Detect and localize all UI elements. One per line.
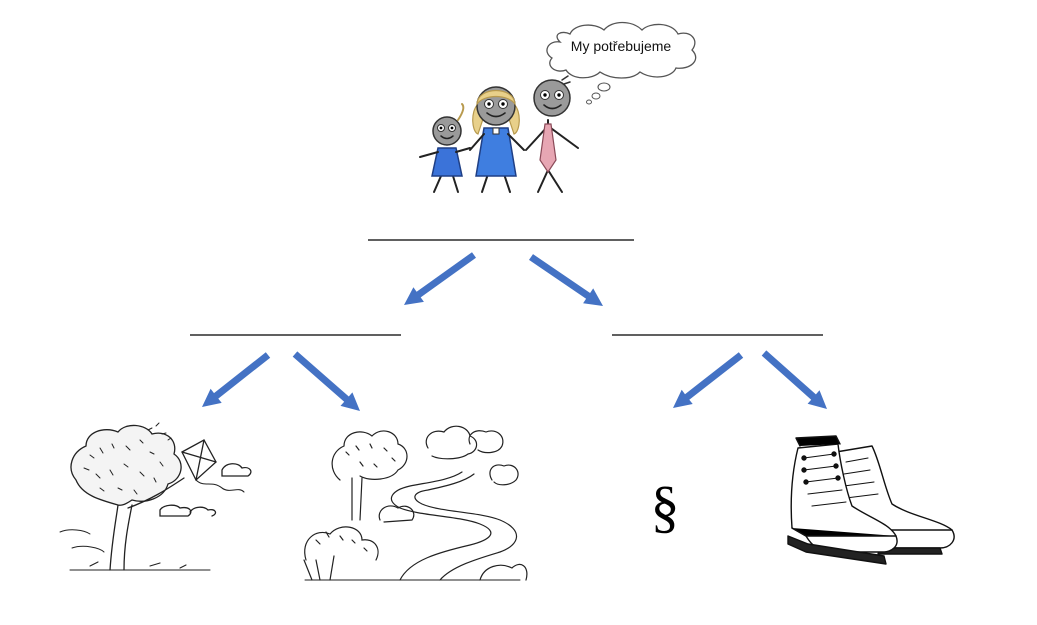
child-figure [419, 103, 471, 193]
family-icon [419, 75, 579, 193]
arrow-left-right [292, 351, 360, 411]
father-figure [525, 75, 579, 193]
arrow-right-right [761, 350, 827, 409]
arrow-top-left [404, 252, 476, 305]
thought-bubble-text: My potřebujeme [571, 38, 672, 54]
boots-sketch-icon [787, 435, 955, 565]
section-sign-symbol: § [651, 474, 680, 539]
tree-kite-sketch-icon [59, 422, 252, 571]
thought-bubble: My potřebujeme [546, 21, 697, 105]
landscape-path-sketch-icon [303, 425, 528, 581]
arrow-left-left [202, 352, 271, 407]
arrow-right-left [673, 352, 744, 408]
mother-figure [469, 86, 525, 193]
arrows-group [202, 252, 827, 411]
arrow-top-right [529, 254, 603, 306]
